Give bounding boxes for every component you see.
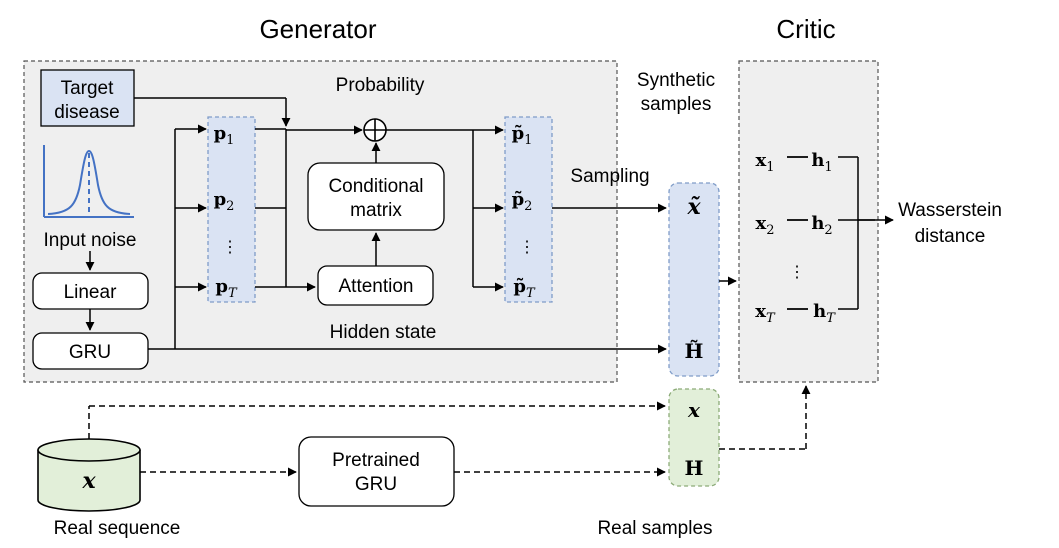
synthetic-samples-label-1: Synthetic [637, 70, 715, 91]
critic-title: Critic [776, 14, 835, 44]
synthetic-samples-box [668, 182, 720, 377]
p1-label: p1 [214, 123, 235, 148]
solid-connectors [85, 97, 894, 354]
critic-pair-1: x1 h1 [755, 150, 832, 175]
real-sequence-label: Real sequence [54, 518, 181, 539]
probability-vector-p-tilde [504, 116, 553, 303]
pt2-label: p̃2 [512, 189, 533, 214]
pretrained-gru-label-2: GRU [355, 474, 397, 495]
plus-operator-icon [363, 118, 387, 142]
linear-label: Linear [64, 282, 117, 303]
probability-label: Probability [336, 75, 425, 96]
synthetic-h-label: H̃ [685, 339, 704, 363]
critic-ellipsis: ⋮ [789, 262, 805, 281]
critic-pair-2: x2 h2 [755, 213, 832, 238]
wasserstein-label-2: distance [915, 226, 986, 247]
conditional-matrix-label-1: Conditional [328, 176, 423, 197]
pretrained-gru-label-1: Pretrained [332, 450, 420, 471]
database-icon [37, 438, 141, 512]
synthetic-samples-label-2: samples [641, 94, 712, 115]
pt1-label: p̃1 [512, 123, 533, 148]
input-noise-label: Input noise [44, 230, 137, 251]
gru-label: GRU [69, 342, 111, 363]
target-disease-box [40, 69, 135, 127]
generator-title: Generator [259, 14, 376, 44]
target-disease-label-1: Target [61, 78, 115, 99]
database-x-label: x [81, 468, 96, 494]
hidden-state-label: Hidden state [330, 322, 437, 343]
gaussian-noise-icon [43, 145, 134, 218]
critic-hT: hT [813, 301, 836, 326]
critic-pair-T: xT hT [755, 301, 836, 326]
pt-ellipsis: ⋮ [519, 237, 535, 256]
gru-box [32, 332, 149, 370]
probability-vector-p [207, 116, 256, 303]
target-disease-label-2: disease [54, 102, 120, 123]
conditional-matrix-label-2: matrix [350, 200, 402, 221]
p2-label: p2 [214, 189, 235, 214]
real-h-label: H [685, 456, 704, 480]
pretrained-gru-box [298, 436, 455, 507]
critic-h1: h1 [811, 150, 832, 175]
pT-label: pT [215, 276, 238, 301]
wasserstein-label-1: Wasserstein [898, 200, 1002, 221]
sampling-label: Sampling [570, 166, 649, 187]
critic-h2: h2 [811, 213, 832, 238]
p-ellipsis: ⋮ [222, 237, 238, 256]
real-samples-box [668, 388, 720, 487]
critic-panel [738, 60, 879, 383]
real-x-label: x [687, 398, 701, 422]
real-samples-label: Real samples [597, 518, 712, 539]
critic-x1: x1 [755, 150, 774, 175]
critic-xT: xT [755, 301, 776, 326]
synthetic-x-label: x̃ [686, 194, 701, 220]
dashed-connectors [88, 385, 811, 477]
ptT-label: p̃T [513, 276, 536, 301]
critic-x2: x2 [755, 213, 774, 238]
attention-label: Attention [339, 276, 414, 297]
